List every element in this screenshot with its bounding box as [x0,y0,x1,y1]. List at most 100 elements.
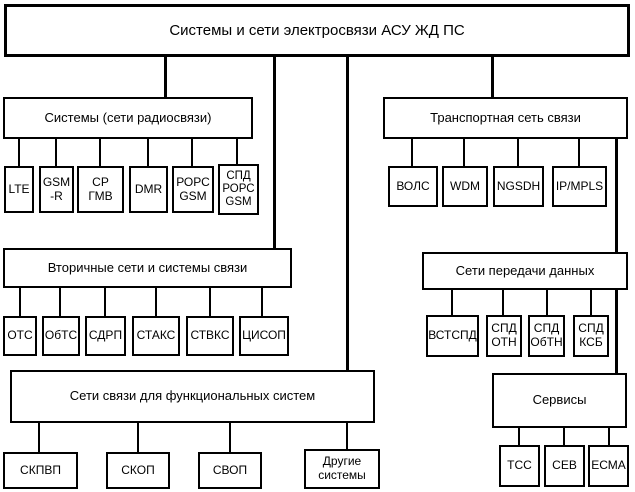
node-ngsdh: NGSDH [493,166,544,207]
node-staks: СТАКС [132,316,180,356]
node-functional-networks: Сети связи для функциональных систем [10,370,375,423]
node-esma-label: ЕСМА [591,458,626,473]
node-tsisop-label: ЦИСОП [242,328,286,343]
connector-root-to-functional [346,56,349,371]
connector-line [191,138,193,166]
connector-line [99,138,101,166]
connector-line [451,289,453,315]
node-other-systems: Другие системы [304,449,380,489]
node-ngsdh-label: NGSDH [496,178,541,193]
node-radio-systems: Системы (сети радиосвязи) [3,97,253,139]
connector-line [38,422,40,452]
node-svop: СВОП [198,452,262,489]
connector-line [19,287,21,316]
connector-line [261,287,263,316]
node-wdm-label: WDM [450,178,480,193]
node-lte-label: LTE [8,181,30,196]
connector-line [517,138,519,166]
node-functional-networks-label: Сети связи для функциональных систем [69,388,316,404]
node-ots: ОТС [3,316,37,356]
node-root-label: Системы и сети электросвязи АСУ ЖД ПС [169,21,465,39]
node-stvks: СТВКС [186,316,234,356]
connector-line [137,422,139,452]
node-sev: СЕВ [544,445,585,487]
connector-line [229,422,231,452]
node-vols-label: ВОЛС [396,178,430,193]
node-staks-label: СТАКС [136,328,176,343]
node-secondary-networks: Вторичные сети и системы связи [3,248,292,288]
node-obts-label: ОбТС [44,328,78,343]
connector-line [346,422,348,449]
node-spd-ksb-label: СПД КСБ [578,321,604,349]
node-tss: ТСС [499,445,540,487]
connector-root-to-radio [164,56,167,98]
node-other-systems-label: Другие системы [318,454,366,482]
connector-line [147,138,149,166]
connector-line [578,138,580,166]
node-spd-rors-gsm: СПД РОРС GSM [218,164,259,215]
connector-line [55,138,57,166]
connector-line [463,138,465,166]
connector-root-to-secondary [273,56,276,249]
node-skop: СКОП [106,452,170,489]
node-secondary-networks-label: Вторичные сети и системы связи [47,259,248,275]
node-vstspd-label: ВСТСПД [428,328,477,343]
node-rors-gsm-label: РОРС GSM [176,174,210,203]
node-spd-rors-gsm-label: СПД РОРС GSM [222,169,255,209]
node-gsm-r: GSM -R [39,166,74,213]
node-tsisop: ЦИСОП [239,316,289,356]
node-sr-gmv-label: СР ГМВ [88,174,113,203]
connector-line [104,287,106,316]
connector-line [608,427,610,445]
node-transport-network: Транспортная сеть связи [383,97,628,139]
node-tss-label: ТСС [507,458,532,473]
node-root: Системы и сети электросвязи АСУ ЖД ПС [4,4,630,57]
connector-transport-to-datanets [615,138,618,253]
connector-line [59,287,61,316]
node-spd-ksb: СПД КСБ [573,315,609,357]
node-spd-otn: СПД ОТН [486,315,522,357]
node-data-networks-label: Сети передачи данных [455,262,595,278]
node-sdrp: СДРП [85,316,126,356]
node-sr-gmv: СР ГМВ [77,166,124,213]
node-skpvp-label: СКПВП [20,462,61,477]
node-skpvp: СКПВП [3,452,78,489]
connector-line [209,287,211,316]
node-vstspd: ВСТСПД [426,315,479,357]
node-data-networks: Сети передачи данных [422,252,628,290]
node-skop-label: СКОП [121,462,155,477]
node-rors-gsm: РОРС GSM [172,166,214,213]
node-ots-label: ОТС [7,328,33,343]
node-dmr-label: DMR [134,181,163,196]
node-svop-label: СВОП [212,462,248,477]
connector-root-to-transport [491,56,494,98]
node-services-label: Сервисы [532,392,587,408]
node-stvks-label: СТВКС [190,328,230,343]
connector-datanets-to-services [615,288,618,374]
node-esma: ЕСМА [588,445,629,487]
connector-line [411,138,413,166]
connector-line [546,289,548,315]
node-ip-mpls: IP/MPLS [552,166,607,207]
connector-line [563,427,565,445]
node-spd-otn-label: СПД ОТН [491,321,517,349]
node-lte: LTE [4,166,34,213]
node-spd-obtn: СПД ОбТН [528,315,565,357]
node-spd-obtn-label: СПД ОбТН [530,321,563,349]
node-wdm: WDM [442,166,488,207]
node-services: Сервисы [492,373,627,428]
node-vols: ВОЛС [388,166,438,207]
node-radio-systems-label: Системы (сети радиосвязи) [44,109,212,125]
connector-line [236,138,238,165]
connector-line [590,289,592,315]
connector-line [155,287,157,316]
node-sev-label: СЕВ [552,458,577,473]
node-gsm-r-label: GSM -R [42,174,71,203]
connector-line [18,138,20,166]
node-dmr: DMR [129,166,168,213]
node-obts: ОбТС [42,316,80,356]
node-sdrp-label: СДРП [88,328,123,343]
node-ip-mpls-label: IP/MPLS [555,178,604,193]
connector-line [502,289,504,315]
